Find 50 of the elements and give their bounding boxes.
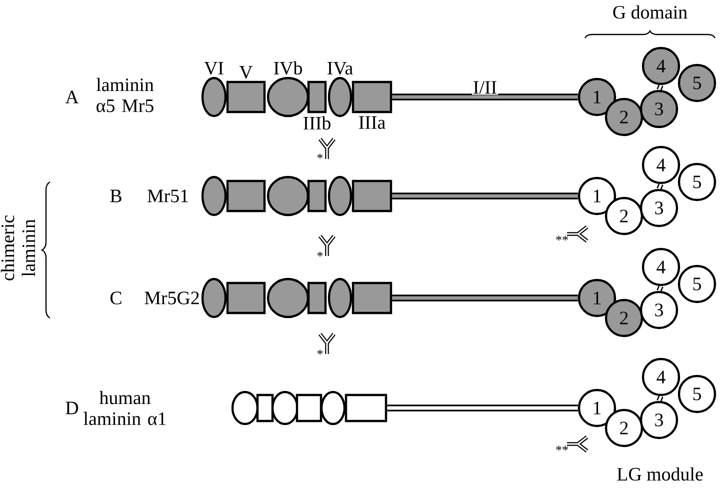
domain-box <box>307 282 327 314</box>
node-label: IVb <box>274 61 302 75</box>
domain-ellipse <box>328 278 352 318</box>
asterisk-mark: ** <box>556 446 568 450</box>
domain-ellipse <box>328 176 352 216</box>
node-label: V <box>239 66 253 79</box>
domain-box <box>296 394 322 422</box>
domain-box <box>256 394 274 422</box>
domain-box <box>352 282 392 314</box>
node-label: VI <box>204 62 224 75</box>
label-text: human laminin α1 <box>84 390 166 426</box>
linker <box>656 285 664 292</box>
asterisk-mark: * <box>317 154 323 158</box>
label-text: laminin α5 Mr5 <box>96 78 154 112</box>
linker <box>656 183 664 190</box>
rod-segment <box>392 192 578 200</box>
edge-label: I/II <box>474 81 496 94</box>
rod-segment <box>387 404 578 412</box>
domain-ellipse <box>201 278 227 318</box>
node-label: IIIa <box>359 116 386 129</box>
domain-box <box>352 180 392 212</box>
domain-box: IIIb <box>304 80 330 130</box>
node-label: IIIb <box>304 116 330 130</box>
domain-box <box>344 394 388 422</box>
label-text: LG module <box>617 467 703 481</box>
domain-box <box>307 180 327 212</box>
node-label: IVa <box>328 62 353 75</box>
row-letter: D <box>66 402 78 414</box>
linker <box>656 395 664 402</box>
label-text: chimeric laminin <box>0 215 36 280</box>
asterisk-mark: * <box>317 350 323 354</box>
domain-ellipse <box>201 176 227 216</box>
asterisk-mark: * <box>317 252 323 256</box>
label-text: Mr51 <box>148 190 188 202</box>
row-letter: C <box>110 292 122 304</box>
domain-box <box>226 282 266 314</box>
label-text: Mr5G2 <box>144 292 199 304</box>
rod-segment <box>392 94 578 100</box>
row-letter: A <box>65 90 79 104</box>
rod-segment <box>392 294 578 302</box>
asterisk-mark: ** <box>556 236 568 240</box>
domain-ellipse <box>271 390 299 426</box>
domain-box: V <box>226 66 266 114</box>
row-letter: B <box>110 190 122 202</box>
domain-ellipse <box>231 390 259 426</box>
domain-ellipse <box>320 390 346 426</box>
domain-box: IIIa <box>352 80 392 129</box>
linker <box>656 84 664 91</box>
label-text: G domain <box>613 5 688 19</box>
domain-box <box>226 180 266 212</box>
